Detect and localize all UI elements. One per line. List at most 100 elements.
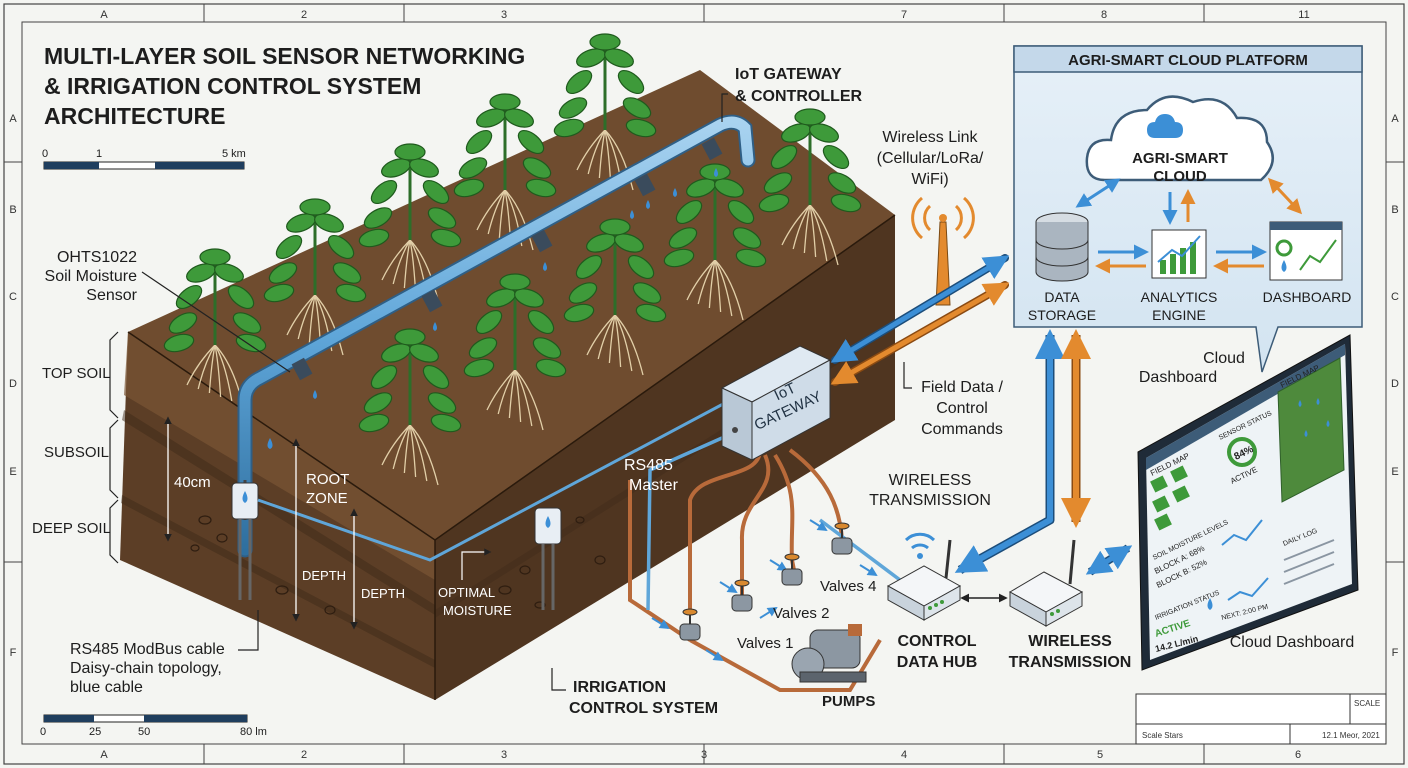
label-depth-b: DEPTH <box>361 586 405 601</box>
title-block-scale: SCALE <box>1354 699 1380 708</box>
plant <box>463 273 567 431</box>
frame-col-top-2: 2 <box>301 9 307 21</box>
frame-row-labels: A B C D E F A B C D E F <box>9 113 1399 659</box>
crop-plants <box>163 33 862 486</box>
soil-layer-labels: TOP SOIL SUBSOIL DEEP SOIL <box>32 331 119 564</box>
label-rs485-cable-2: Daisy-chain topology, <box>70 660 222 677</box>
iot-gateway-device: IoT GATEWAY <box>720 345 832 461</box>
label-gateway-title-1: IoT GATEWAY <box>735 66 842 83</box>
frame-row-right-2: B <box>1391 204 1398 216</box>
soil-sensor-left <box>231 480 259 600</box>
frame-col-top-3: 3 <box>501 9 507 21</box>
plant <box>163 248 267 406</box>
wireless-transmission-device <box>1008 539 1084 627</box>
irrigation-pipe <box>237 114 756 558</box>
valve-icon <box>781 553 803 586</box>
label-depth-a: DEPTH <box>302 568 346 583</box>
frame-row-right-3: C <box>1391 291 1399 303</box>
title-block-scale-stars: Scale Stars <box>1142 731 1183 740</box>
analytics-label-1: ANALYTICS <box>1141 289 1218 305</box>
water-drops <box>267 168 718 449</box>
gateway-cloud-links <box>830 254 1010 386</box>
label-root-zone-1: ROOT <box>306 471 349 488</box>
valve-icon <box>831 522 853 555</box>
cloud-brain-icon <box>1147 114 1183 138</box>
frame-col-bottom-2: 2 <box>301 749 307 761</box>
rs485-blue-cable <box>257 393 741 562</box>
label-field-data-1: Field Data / <box>921 379 1003 396</box>
label-valves-1: Valves 1 <box>737 635 793 652</box>
soil-sensor-middle <box>534 507 562 610</box>
label-wireless-link-1: Wireless Link <box>882 129 978 146</box>
label-wireless-link-2: (Cellular/LoRa/ <box>877 150 984 167</box>
label-rs485-cable-3: blue cable <box>70 679 143 696</box>
frame-row-left-1: A <box>9 113 17 125</box>
wireless-antenna <box>911 196 975 306</box>
depth-markers: 40cm ROOT ZONE DEPTH DEPTH OPTIMAL MOIST… <box>164 416 512 630</box>
label-cloud-dashboard-bottom: Cloud Dashboard <box>1230 634 1355 651</box>
valves <box>679 522 853 641</box>
storage-label-1: DATA <box>1044 289 1080 305</box>
cloud-dashboard-screen: FIELD MAP SENSOR STATUS 84% ACTIVE FIELD… <box>1137 334 1359 671</box>
label-valves-4: Valves 4 <box>820 578 876 595</box>
label-optimal-2: MOISTURE <box>443 603 512 618</box>
gateway-title-callout: IoT GATEWAY & CONTROLLER <box>721 66 863 122</box>
frame-col-top-5: 8 <box>1101 9 1107 21</box>
label-wireless-tx-lower-2: TRANSMISSION <box>1009 654 1132 671</box>
title-block-date: 12.1 Meor, 2021 <box>1322 731 1380 740</box>
frame-col-top-6: 11 <box>1298 9 1309 21</box>
plant <box>358 328 462 486</box>
scale-top-tick-1: 1 <box>96 148 102 160</box>
frame-col-top-4: 7 <box>901 9 907 21</box>
label-rs485-cable-1: RS485 ModBus cable <box>70 641 225 658</box>
frame-row-right-5: E <box>1391 466 1398 478</box>
label-field-data-3: Commands <box>921 421 1003 438</box>
label-field-data-2: Control <box>936 400 988 417</box>
valve-icon <box>679 608 701 641</box>
label-deep-soil: DEEP SOIL <box>32 520 111 537</box>
label-wireless-tx-lower-1: WIRELESS <box>1028 633 1112 650</box>
dashboard-label: DASHBOARD <box>1263 289 1352 305</box>
scale-top-tick-2: 5 km <box>222 148 246 160</box>
frame-col-bottom-5: 4 <box>901 749 907 761</box>
frame-row-right-1: A <box>1391 113 1399 125</box>
frame-row-left-2: B <box>9 204 16 216</box>
frame-column-labels: A 2 3 7 8 11 A 2 3 3 4 5 6 <box>100 9 1309 761</box>
label-wireless-link-3: WiFi) <box>911 171 948 188</box>
frame-col-bottom-4: 3 <box>701 749 707 761</box>
frame-row-right-6: F <box>1392 647 1399 659</box>
label-subsoil: SUBSOIL <box>44 444 109 461</box>
plant <box>563 218 667 376</box>
flow-arrows <box>651 519 878 662</box>
label-optimal-1: OPTIMAL <box>438 585 495 600</box>
title-line-1: MULTI-LAYER SOIL SENSOR NETWORKING <box>44 43 525 69</box>
cloud-vertical-links <box>954 329 1133 603</box>
label-sensor-2: Soil Moisture <box>45 268 138 285</box>
cloud-label-2: CLOUD <box>1153 168 1206 185</box>
frame-row-right-4: D <box>1391 378 1399 390</box>
irrigation-callout: IRRIGATION CONTROL SYSTEM <box>551 668 718 717</box>
valve-labels: Valves 1 Valves 2 Valves 4 <box>737 578 876 652</box>
label-control-hub-2: DATA HUB <box>897 654 978 671</box>
rs485-cable-callout: RS485 ModBus cable Daisy-chain topology,… <box>70 610 259 696</box>
drawing-frame <box>3 3 1405 765</box>
label-wireless-tx-upper-2: TRANSMISSION <box>869 492 991 509</box>
label-irrigation-1: IRRIGATION <box>573 679 666 696</box>
cloud-platform-panel: AGRI-SMART CLOUD PLATFORM AGRI-SMART CLO… <box>1013 45 1363 373</box>
frame-col-bottom-1: A <box>100 749 108 761</box>
storage-label-2: STORAGE <box>1028 307 1096 323</box>
label-wireless-tx-upper-1: WIRELESS <box>889 472 972 489</box>
frame-row-left-4: D <box>9 378 17 390</box>
scale-bar-top: 0 1 5 km <box>42 148 246 170</box>
database-icon <box>1035 212 1089 282</box>
label-sensor-1: OHTS1022 <box>57 249 137 266</box>
label-pumps: PUMPS <box>822 693 875 710</box>
scale-bottom-tick-1: 25 <box>89 726 101 738</box>
scale-bottom-tick-3: 80 lm <box>240 726 267 738</box>
title-line-2: & IRRIGATION CONTROL SYSTEM <box>44 73 421 99</box>
label-root-zone-2: ZONE <box>306 490 348 507</box>
frame-col-bottom-6: 5 <box>1097 749 1103 761</box>
label-valves-2: Valves 2 <box>773 605 829 622</box>
